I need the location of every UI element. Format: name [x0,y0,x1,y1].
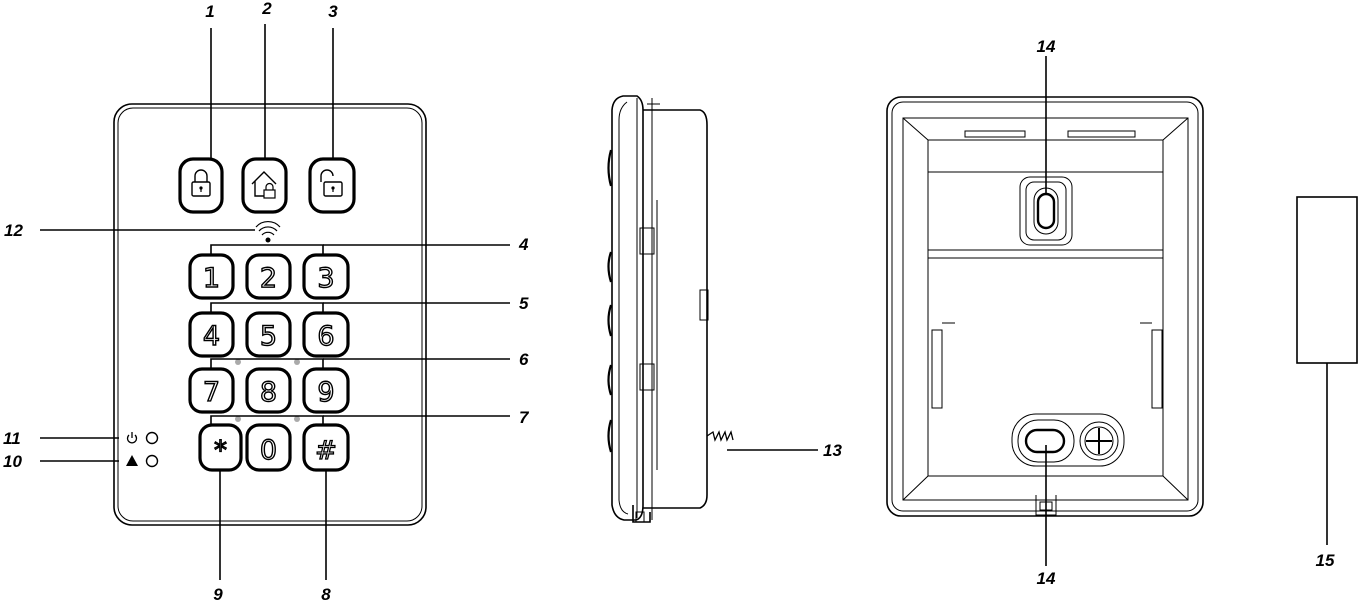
lower-mounting-holes [1011,413,1125,467]
front-view: 1 2 3 4 5 6 7 8 [3,0,530,604]
side-back-housing [643,109,708,509]
key-star: * [198,423,243,472]
disarm-button [308,157,356,214]
warning-triangle-icon [126,455,138,466]
key-9: 9 [302,367,350,414]
key-0: 0 [245,423,292,472]
key-7: 7 [188,367,235,414]
tamper-spring-icon [706,430,734,442]
callout-9: 9 [213,585,223,604]
arm-away-button [178,157,224,214]
key-2: 2 [245,253,292,300]
callout-7: 7 [519,408,530,427]
trouble-led [126,454,159,468]
callout-12: 12 [4,221,23,240]
callout-4: 4 [518,235,529,254]
key-3-label: 3 [317,263,334,294]
fire-symbol-icon [235,359,241,365]
callout-6: 6 [519,350,529,369]
key-5: 5 [245,311,292,358]
callout-15: 15 [1316,551,1335,570]
back-housing-outer [886,96,1204,517]
callout-2: 2 [261,0,272,18]
key-1: 1 [188,253,235,300]
side-view: 13 [607,95,842,523]
power-icon [126,432,138,444]
key-7-label: 7 [203,377,220,408]
callout-10: 10 [3,452,22,471]
callout-14-top: 14 [1037,37,1056,56]
callout-11: 11 [3,429,21,448]
back-view: 14 14 [886,37,1204,588]
key-0-label: 0 [260,435,277,466]
front-housing-inner [117,107,423,522]
callout-14-bottom: 14 [1037,569,1056,588]
accessory-card: 15 [1296,196,1358,570]
callout-8: 8 [321,585,331,604]
key-2-label: 2 [260,263,277,294]
key-hash: # [302,423,350,472]
power-led-lamp [145,431,159,445]
key-star-label: * [214,436,227,466]
card-outline [1296,196,1358,364]
key-hash-label: # [315,436,337,466]
key-4-label: 4 [203,321,220,352]
panic-symbol-icon [235,416,241,422]
callout-5: 5 [519,294,529,313]
key-4: 4 [188,311,235,358]
lock-closed-icon [191,169,211,197]
emergency-symbols [235,359,300,422]
key-6: 6 [302,311,350,358]
home-lock-icon [251,171,277,199]
medical-symbol-icon [294,359,300,365]
key-8-label: 8 [260,377,277,408]
callout-3: 3 [328,2,338,21]
key-1-label: 1 [203,263,220,294]
panic-symbol-icon-2 [294,416,300,422]
trouble-led-lamp [145,454,159,468]
key-9-label: 9 [317,377,334,408]
key-5-label: 5 [260,321,277,352]
front-housing-outer [113,103,427,526]
callout-1: 1 [205,2,214,21]
proximity-reader-icon [255,221,281,243]
key-8: 8 [245,367,292,414]
key-6-label: 6 [317,321,334,352]
power-led [126,431,159,445]
lock-open-icon [320,169,343,197]
callout-13: 13 [823,441,842,460]
side-front-cover [611,95,644,521]
side-button-profiles [607,149,613,453]
arm-home-button [241,157,288,214]
key-3: 3 [302,253,350,300]
